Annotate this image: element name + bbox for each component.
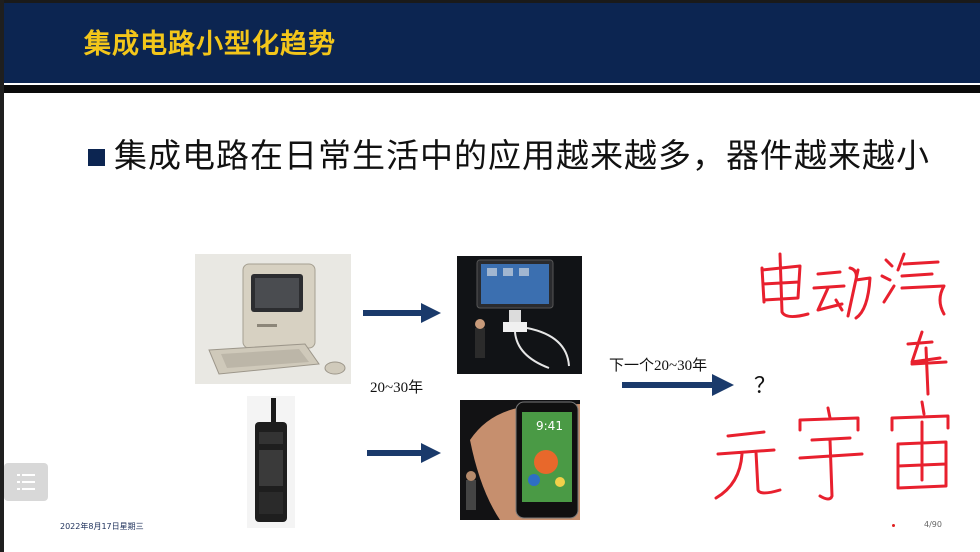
page-number: 4/90	[924, 520, 942, 529]
arrow-right-icon	[367, 443, 441, 463]
svg-text:9:41: 9:41	[536, 419, 563, 433]
pointer-dot	[892, 524, 895, 527]
slide-menu-button[interactable]	[4, 463, 48, 501]
menu-icon	[17, 474, 35, 490]
header-divider	[4, 85, 980, 93]
slide-title: 集成电路小型化趋势	[84, 29, 336, 60]
tablet-image	[457, 256, 582, 374]
bullet-square-icon	[88, 149, 105, 166]
period-label: 20~30年	[370, 380, 424, 396]
slide-header	[4, 3, 980, 83]
window-edge-left	[0, 0, 4, 552]
smartphone-image: 9:41	[460, 400, 580, 520]
arrow-right-icon	[622, 374, 734, 396]
window-edge-top	[0, 0, 980, 3]
bullet-text: 集成电路在日常生活中的应用越来越多，器件越来越小	[114, 136, 930, 175]
arrow-right-icon	[363, 303, 441, 323]
brick-phone-image	[247, 396, 295, 528]
next-period-label: 下一个20~30年	[609, 358, 708, 374]
vintage-computer-image	[195, 254, 351, 384]
unknown-label: ？	[754, 373, 777, 398]
handwritten-annotation	[714, 252, 950, 501]
footer-date: 2022年8月17日星期三	[60, 522, 144, 531]
